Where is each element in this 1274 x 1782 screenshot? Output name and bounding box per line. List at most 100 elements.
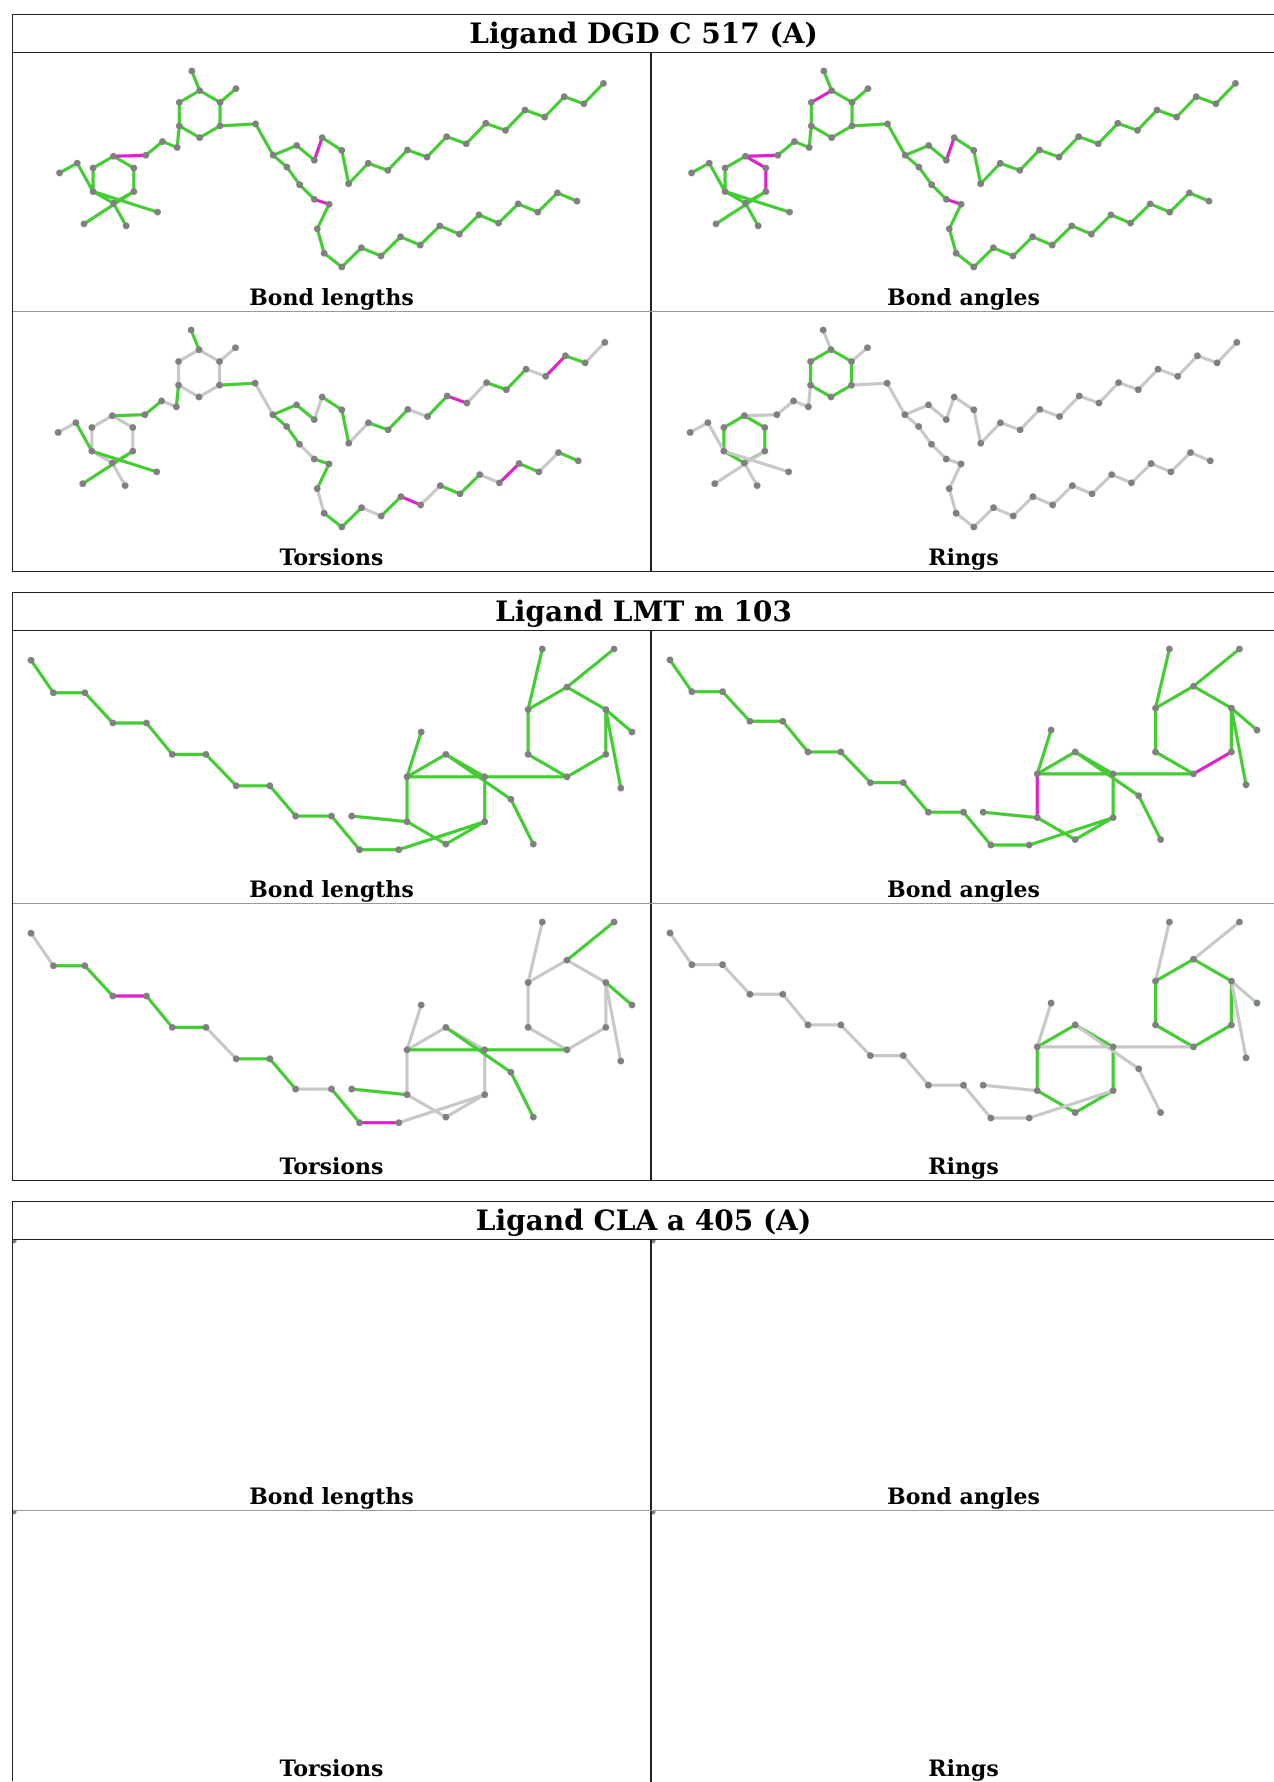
- bond: [1030, 235, 1054, 247]
- bond: [1215, 340, 1239, 365]
- atom: [13, 1240, 17, 1244]
- atom: [196, 134, 204, 142]
- atom: [1233, 339, 1241, 346]
- atom: [746, 990, 754, 998]
- bond: [111, 154, 136, 170]
- cell-rings: Rings: [652, 312, 1274, 571]
- bond: [1018, 407, 1042, 432]
- atom: [1071, 1021, 1079, 1029]
- bond: [927, 143, 948, 162]
- molecule-diagram: [666, 918, 1261, 1122]
- atom: [785, 468, 793, 476]
- bond: [565, 685, 608, 712]
- bond: [604, 707, 634, 734]
- atom: [952, 509, 960, 517]
- atom: [1047, 726, 1055, 734]
- bond: [1031, 495, 1055, 507]
- bond: [217, 381, 257, 387]
- bond: [405, 730, 423, 779]
- atom: [837, 1021, 845, 1029]
- atom: [1033, 1043, 1041, 1051]
- atom: [1135, 792, 1143, 800]
- atom: [1135, 1065, 1143, 1073]
- atom: [827, 346, 835, 354]
- atom: [740, 412, 748, 420]
- atom: [581, 359, 589, 367]
- atom: [109, 992, 117, 1000]
- cell-caption: Bond lengths: [249, 285, 414, 311]
- bond: [544, 354, 568, 378]
- atom: [384, 426, 392, 434]
- atom: [404, 405, 412, 413]
- atom: [848, 98, 856, 106]
- bond: [1035, 1023, 1077, 1049]
- bond: [1214, 81, 1238, 106]
- atom: [141, 411, 149, 419]
- atom: [773, 411, 781, 419]
- bond: [285, 165, 302, 187]
- bond: [91, 154, 116, 170]
- bond: [298, 183, 316, 201]
- bond: [991, 246, 1015, 258]
- bond: [464, 121, 488, 146]
- atom: [563, 683, 571, 691]
- cell-rings: Rings: [652, 904, 1274, 1180]
- bond: [83, 964, 115, 998]
- molecule-diagram: [13, 1240, 650, 1510]
- atom: [524, 979, 532, 986]
- atom: [762, 188, 770, 195]
- atom: [524, 1023, 532, 1031]
- bond: [543, 95, 566, 119]
- bond: [484, 121, 508, 132]
- atom: [296, 181, 304, 189]
- atom: [610, 918, 618, 926]
- atom: [108, 412, 116, 420]
- bond: [1137, 1067, 1163, 1115]
- bond: [565, 920, 616, 962]
- atom: [1109, 1087, 1117, 1095]
- panel-title: Ligand LMT m 103: [13, 593, 1274, 631]
- atom: [990, 504, 997, 512]
- bond: [952, 395, 976, 412]
- atom: [1016, 426, 1024, 434]
- atom: [443, 392, 451, 400]
- atom: [482, 119, 490, 127]
- atom: [348, 812, 356, 820]
- atom: [142, 151, 150, 159]
- atom: [80, 220, 88, 228]
- atom: [1109, 770, 1117, 778]
- bond: [458, 472, 482, 496]
- bond: [563, 354, 587, 365]
- atom: [1071, 1109, 1079, 1116]
- atom: [987, 1114, 995, 1122]
- atom: [216, 358, 223, 365]
- bond: [485, 380, 508, 392]
- atom: [562, 352, 569, 360]
- molecule-diagram: [666, 645, 1261, 849]
- atom: [436, 482, 444, 490]
- molecule-diagram: [688, 67, 1239, 271]
- bond: [839, 1023, 873, 1058]
- atom: [154, 208, 161, 216]
- atom: [1190, 955, 1197, 963]
- bond: [315, 462, 331, 491]
- bond: [1191, 1023, 1234, 1049]
- atom: [542, 372, 550, 380]
- molecule-diagram: [27, 918, 636, 1127]
- atom: [81, 962, 89, 970]
- atom: [318, 134, 326, 142]
- bond: [1035, 1089, 1077, 1115]
- bond: [1051, 484, 1074, 507]
- bond: [29, 931, 56, 968]
- bond: [808, 383, 833, 399]
- atom: [143, 719, 150, 727]
- atom: [129, 447, 137, 455]
- bond: [445, 135, 468, 146]
- bond: [829, 348, 854, 364]
- bond: [268, 784, 298, 818]
- atom: [779, 990, 787, 998]
- atom: [686, 429, 694, 436]
- cell-bond-lengths: Bond lengths: [13, 1240, 650, 1510]
- atom: [417, 1001, 425, 1009]
- ligand-panel-cla: Ligand CLA a 405 (A) Bond lengths Bond a…: [12, 1201, 1274, 1782]
